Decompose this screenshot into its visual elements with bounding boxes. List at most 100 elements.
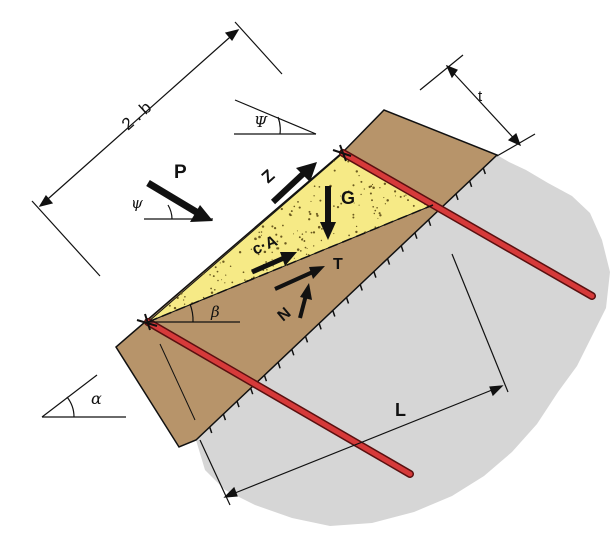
wedge-dot bbox=[333, 233, 335, 235]
wedge-dot bbox=[383, 182, 387, 186]
wedge-dot bbox=[231, 281, 234, 284]
wedge-dot bbox=[304, 246, 307, 249]
wedge-dot bbox=[176, 296, 179, 299]
wedge-dot bbox=[271, 225, 274, 228]
wedge-dot bbox=[229, 265, 232, 268]
arrow-P bbox=[146, 179, 213, 222]
wedge-dot bbox=[213, 288, 216, 291]
angle-psi-top bbox=[234, 99, 317, 135]
boundary-tick bbox=[208, 426, 213, 434]
wedge-dot bbox=[384, 203, 387, 205]
wedge-dot bbox=[315, 212, 318, 215]
wedge-dot bbox=[313, 245, 315, 247]
wedge-dot bbox=[258, 235, 261, 239]
wedge-dot bbox=[372, 186, 375, 190]
wedge-dot bbox=[394, 190, 397, 193]
wedge-dot bbox=[284, 242, 287, 245]
boundary-tick bbox=[236, 400, 240, 408]
wedge-dot bbox=[308, 218, 311, 221]
wedge-dot bbox=[214, 266, 217, 269]
wedge-dot bbox=[180, 292, 183, 295]
wedge-dot bbox=[310, 231, 313, 234]
wedge-dot bbox=[383, 197, 385, 199]
wedge-dot bbox=[292, 233, 295, 235]
boundary-tick bbox=[414, 232, 418, 239]
wedge-dot bbox=[168, 304, 171, 307]
wedge-dot bbox=[377, 217, 379, 219]
arrow-N bbox=[298, 283, 312, 319]
wedge-dot bbox=[318, 186, 321, 188]
wedge-dot bbox=[305, 253, 308, 256]
boundary-tick bbox=[468, 180, 473, 188]
wedge-dot bbox=[296, 230, 298, 232]
wedge-dot bbox=[275, 233, 278, 236]
wedge-dot bbox=[360, 193, 362, 196]
wedge-dot bbox=[352, 213, 355, 216]
label-L: L bbox=[395, 400, 406, 420]
wedge-dot bbox=[363, 188, 365, 190]
boundary-tick bbox=[263, 374, 268, 382]
wedge-dot bbox=[412, 204, 415, 207]
wedge-dot bbox=[265, 261, 267, 263]
wedge-dot bbox=[310, 200, 312, 202]
anchor-head-upper bbox=[332, 144, 352, 162]
wedge-dot bbox=[273, 226, 277, 230]
wedge-dot bbox=[405, 194, 407, 196]
wedge-dot bbox=[319, 199, 322, 202]
boundary-ticks bbox=[208, 167, 487, 434]
wedge-dot bbox=[312, 231, 316, 234]
wedge-dot bbox=[260, 231, 263, 233]
wedge-dot bbox=[372, 205, 375, 208]
label-alpha: α bbox=[91, 389, 102, 408]
label-P: P bbox=[174, 162, 187, 183]
label-2b: 2 . b bbox=[118, 98, 155, 134]
wedge-dot bbox=[309, 212, 312, 216]
label-psi-top: Ψ bbox=[254, 113, 268, 131]
anchor-head-lower bbox=[136, 313, 158, 331]
wedge-dot bbox=[352, 184, 355, 187]
wedge-dot bbox=[183, 303, 186, 305]
slip-plane bbox=[147, 204, 434, 323]
wedge-dot bbox=[316, 214, 319, 217]
wedge-dot bbox=[371, 199, 373, 202]
wedge-dot bbox=[184, 295, 186, 298]
wedge-dot bbox=[271, 251, 273, 254]
wedge-dot bbox=[261, 225, 265, 228]
wedge-dot bbox=[306, 247, 308, 250]
wedge-dot bbox=[282, 224, 284, 227]
wedge-dot bbox=[313, 185, 316, 188]
wedge-dot bbox=[219, 262, 221, 264]
label-t: t bbox=[478, 88, 483, 105]
boundary-tick bbox=[373, 271, 377, 278]
wedge-dot bbox=[288, 213, 291, 216]
dimension-t bbox=[419, 54, 536, 157]
lower-extension bbox=[159, 343, 196, 421]
wedge-dot bbox=[348, 234, 350, 237]
wedge-dot bbox=[244, 279, 246, 281]
wedge-dot bbox=[263, 250, 267, 254]
wedge-dot bbox=[324, 248, 326, 250]
wedge-dot bbox=[379, 187, 381, 189]
label-T: T bbox=[333, 256, 343, 273]
wedge-dot bbox=[298, 236, 301, 239]
label-G: G bbox=[341, 188, 355, 208]
wedge-dot bbox=[373, 212, 376, 215]
wedge-dot bbox=[297, 201, 299, 203]
boundary-tick bbox=[386, 258, 391, 265]
wedge-dot bbox=[258, 231, 260, 234]
wedge-dot bbox=[255, 238, 257, 240]
boundary-tick bbox=[318, 323, 322, 330]
anchor-upper bbox=[339, 149, 596, 300]
wedge-dot bbox=[303, 240, 306, 242]
boundary-tick bbox=[359, 284, 363, 291]
wedge-dot bbox=[308, 210, 311, 213]
wedge-dot bbox=[182, 299, 185, 301]
wedge-dot bbox=[336, 205, 340, 209]
arrow-T bbox=[274, 266, 325, 291]
wedge-dot bbox=[212, 275, 215, 278]
wedge-dot bbox=[358, 204, 360, 206]
wedge-dot bbox=[276, 240, 279, 243]
wedge-dot bbox=[371, 183, 374, 186]
wedge-dot bbox=[225, 274, 227, 276]
